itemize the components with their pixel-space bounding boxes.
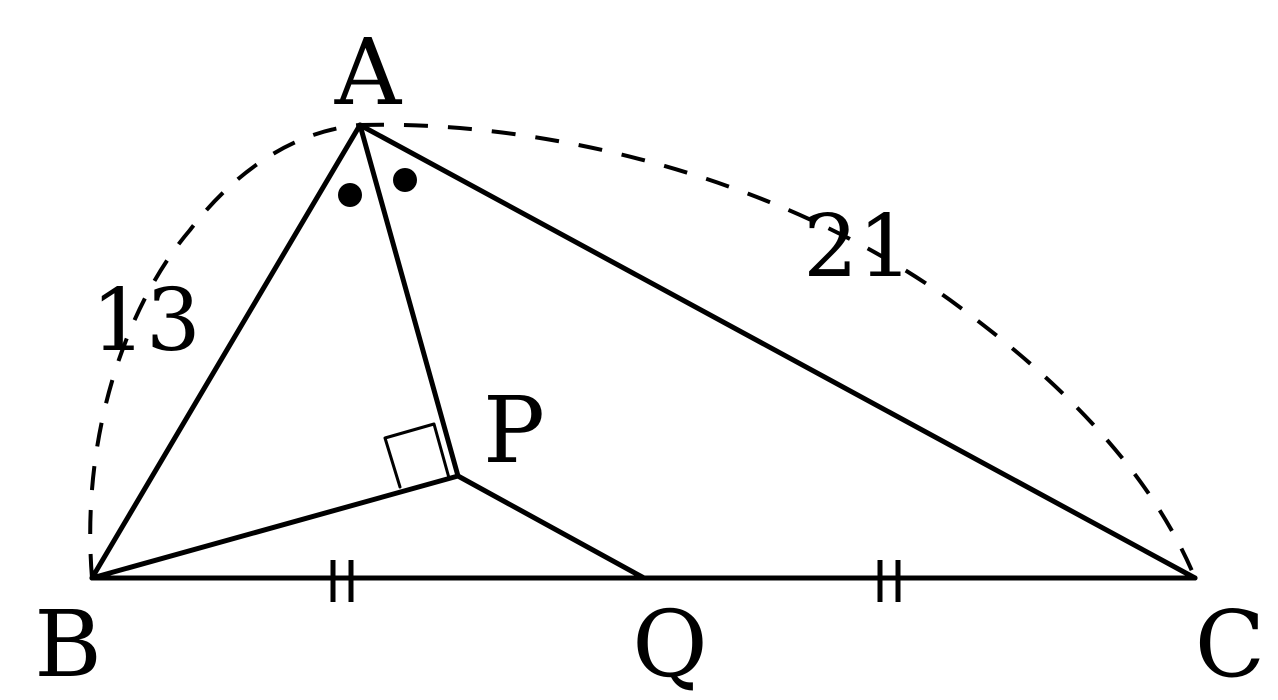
segment-ap	[357, 122, 461, 479]
arc-ac	[359, 122, 1197, 579]
label-point-p: P	[483, 377, 545, 484]
side-ac	[357, 122, 1198, 581]
segment-bp	[89, 473, 461, 581]
tick-mark-bq	[330, 560, 354, 602]
arc-ab	[88, 123, 361, 579]
label-point-a: A	[334, 19, 403, 126]
label-point-c: C	[1195, 591, 1265, 698]
label-length-ac: 21	[803, 197, 912, 297]
label-point-q: Q	[632, 591, 707, 698]
segment-pq	[455, 473, 647, 581]
tick-mark-qc	[877, 560, 901, 602]
label-point-b: B	[34, 591, 102, 698]
angle-mark-dot-right	[393, 168, 417, 192]
right-angle-mark	[383, 422, 451, 489]
angle-mark-dot-left	[338, 183, 362, 207]
label-length-ab: 13	[91, 271, 200, 371]
side-ab	[89, 122, 363, 581]
